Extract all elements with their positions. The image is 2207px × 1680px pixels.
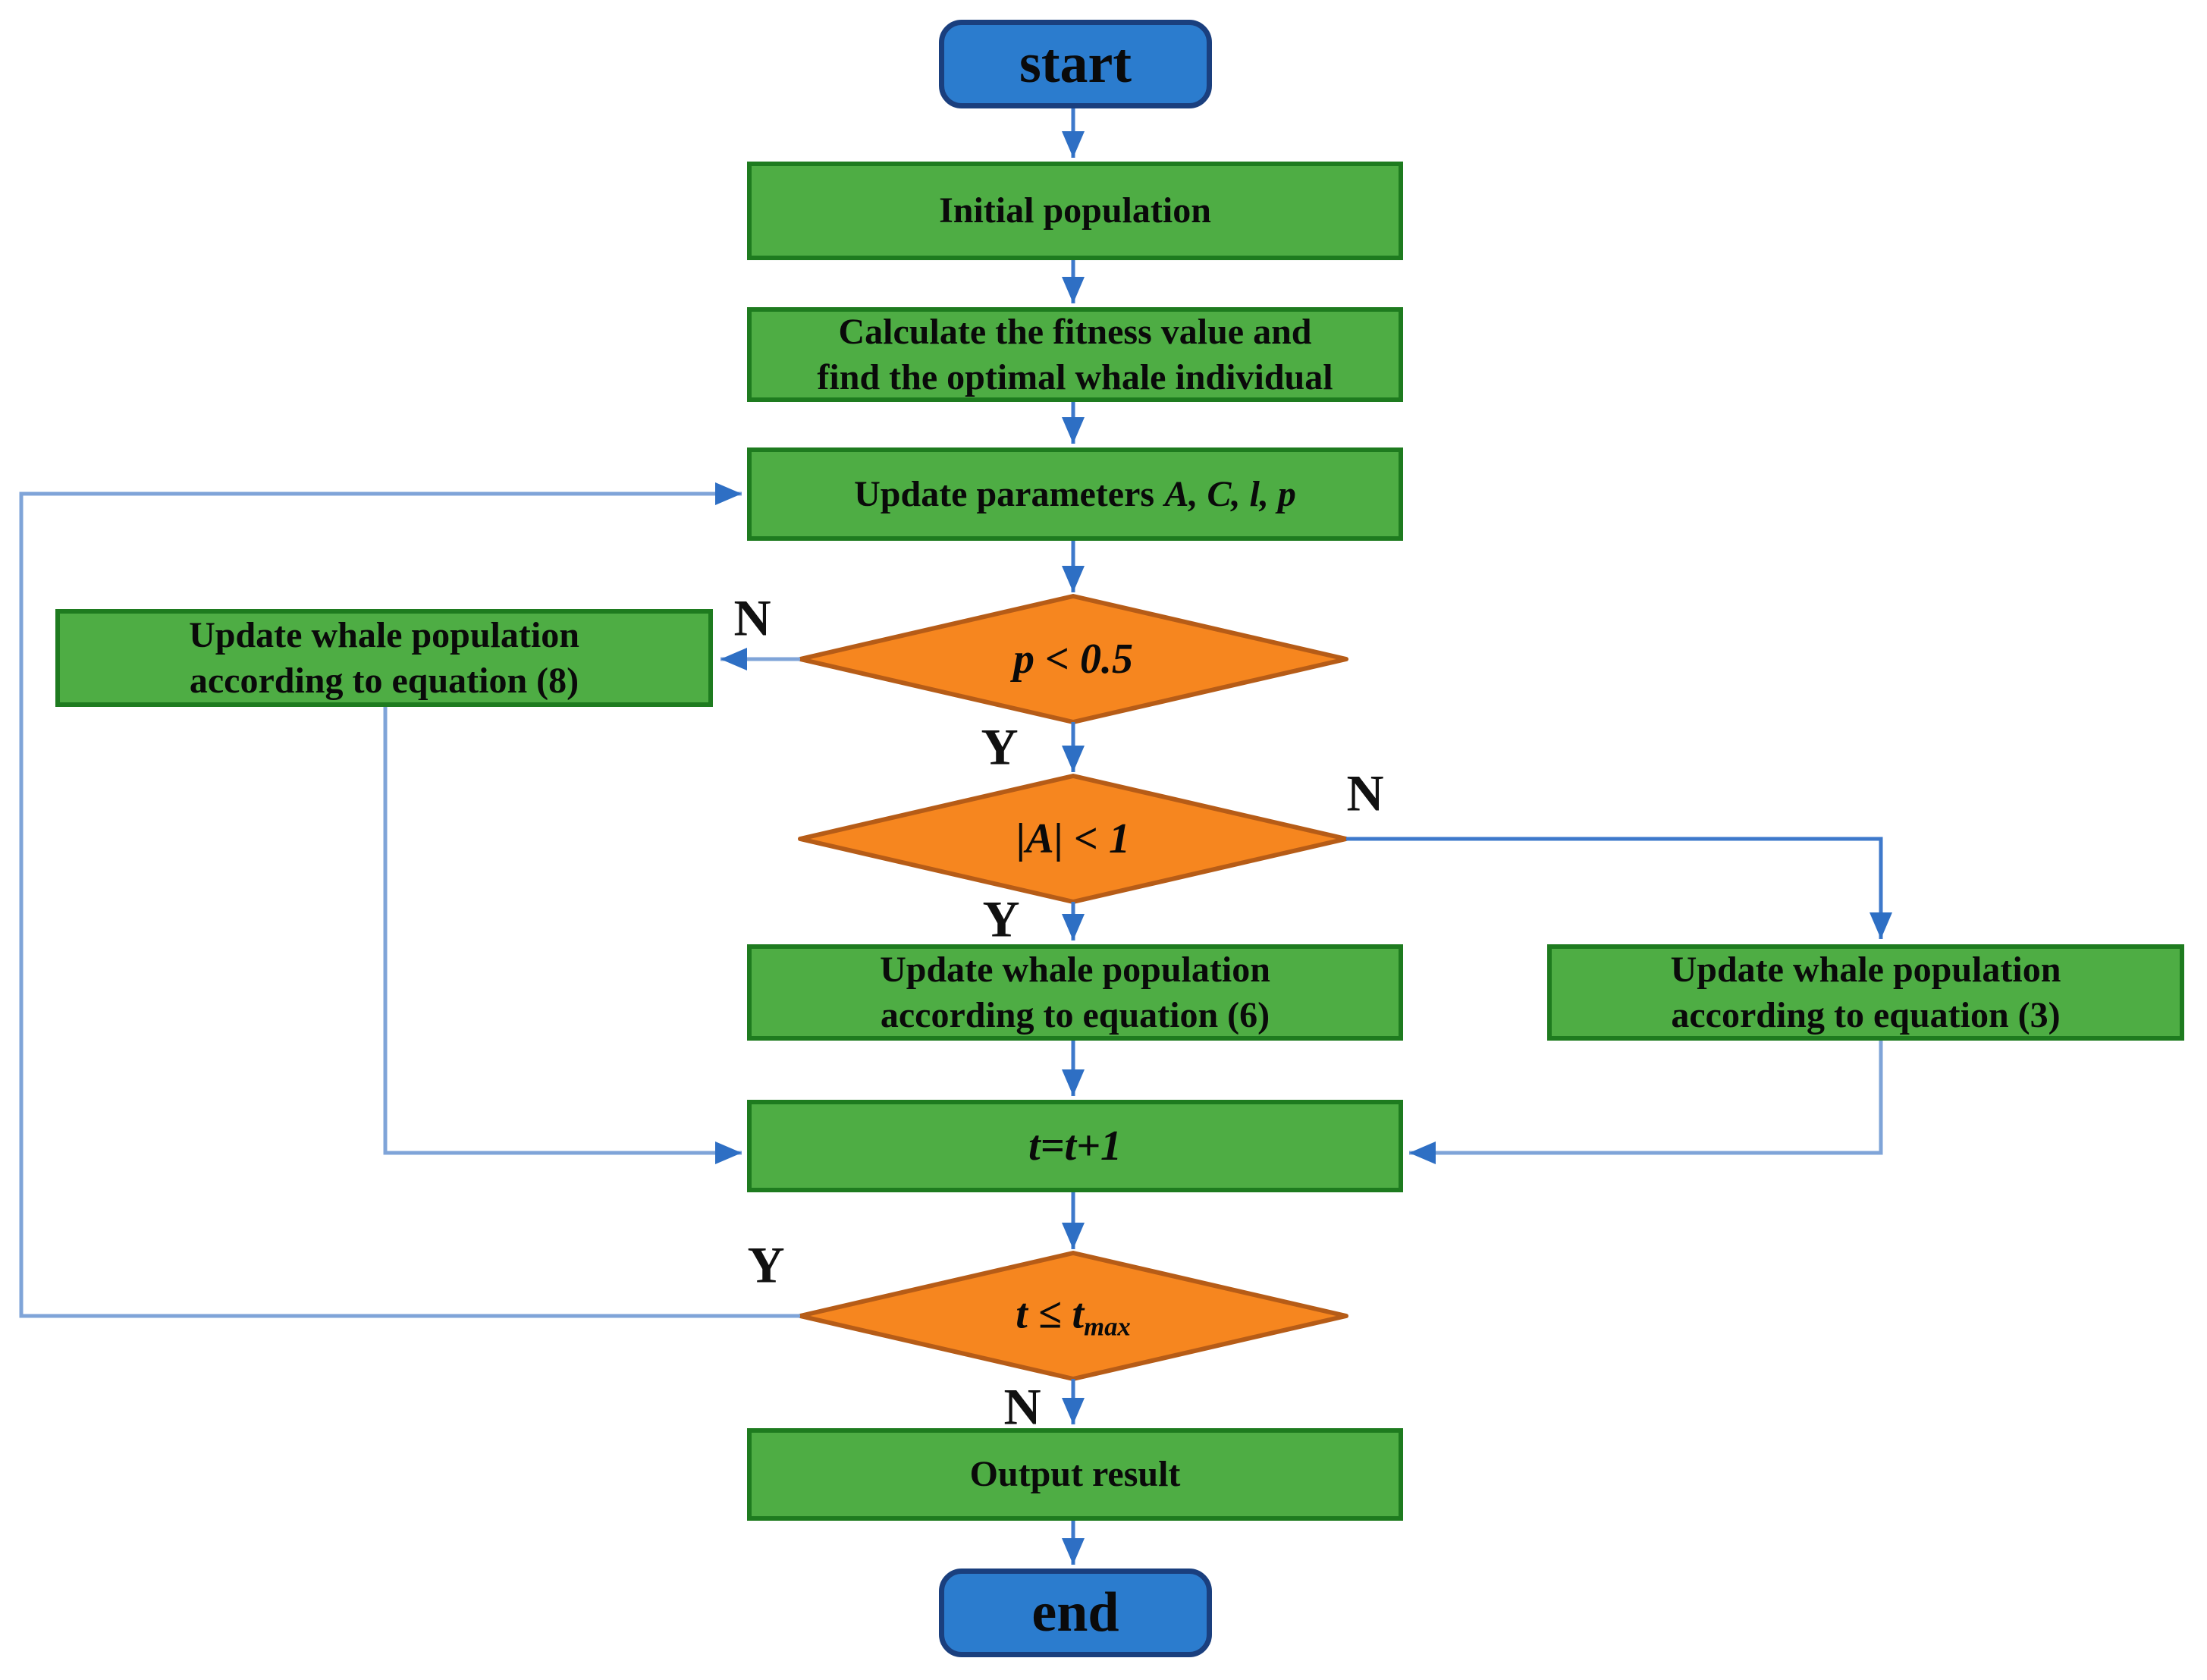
initial-population-node: Initial population xyxy=(747,162,1403,260)
update-parameters-prefix: Update parameters xyxy=(854,473,1155,514)
connector-eq3-to-increment xyxy=(1409,1041,1883,1164)
update-eq8-line2: according to equation (8) xyxy=(189,660,579,701)
calculate-fitness-line1: Calculate the fitness value and xyxy=(838,311,1312,352)
output-result-label: Output result xyxy=(969,1454,1181,1494)
update-eq8-node: Update whale population according to equ… xyxy=(55,609,713,707)
update-eq3-line1: Update whale population xyxy=(1670,949,2061,990)
update-parameters-symbols: A, C, l, p xyxy=(1164,473,1296,514)
decision-a-condition: |A| < 1 xyxy=(1016,815,1130,862)
calculate-fitness-node: Calculate the fitness value and find the… xyxy=(747,307,1403,402)
end-label: end xyxy=(1031,1581,1119,1644)
decision-t-subscript: max xyxy=(1084,1311,1131,1342)
start-label: start xyxy=(1019,33,1132,95)
decision-t-diamond xyxy=(798,1251,1348,1381)
decision-p-diamond xyxy=(798,594,1348,724)
branch-label-p-yes: Y xyxy=(981,718,1019,776)
update-eq3-node: Update whale population according to equ… xyxy=(1547,944,2184,1041)
start-node: start xyxy=(939,20,1212,108)
branch-label-t-yes: Y xyxy=(747,1236,785,1294)
initial-population-label: Initial population xyxy=(939,190,1211,231)
branch-label-a-no: N xyxy=(1346,764,1384,822)
end-node: end xyxy=(939,1569,1212,1657)
increment-t-node: t=t+1 xyxy=(747,1100,1403,1192)
update-eq8-line1: Update whale population xyxy=(189,614,579,655)
increment-t-label: t=t+1 xyxy=(1028,1123,1122,1170)
update-eq6-line2: according to equation (6) xyxy=(880,994,1270,1035)
arrow-decision-a-no-to-eq3 xyxy=(1346,837,1892,939)
calculate-fitness-line2: find the optimal whale individual xyxy=(817,356,1333,397)
decision-t-main: t ≤ t xyxy=(1016,1290,1085,1338)
branch-label-p-no: N xyxy=(733,589,771,647)
output-result-node: Output result xyxy=(747,1428,1403,1521)
connector-eq8-to-increment xyxy=(383,707,742,1164)
decision-t-condition: t ≤ tmax xyxy=(1016,1289,1131,1342)
update-eq6-line1: Update whale population xyxy=(880,949,1270,990)
decision-p-condition: p < 0.5 xyxy=(1013,636,1133,683)
update-eq6-node: Update whale population according to equ… xyxy=(747,944,1403,1041)
update-eq3-line2: according to equation (3) xyxy=(1671,994,2061,1035)
connector-decision-t-yes-loop xyxy=(19,482,800,1318)
branch-label-a-yes: Y xyxy=(982,890,1020,948)
branch-label-t-no: N xyxy=(1003,1377,1041,1436)
